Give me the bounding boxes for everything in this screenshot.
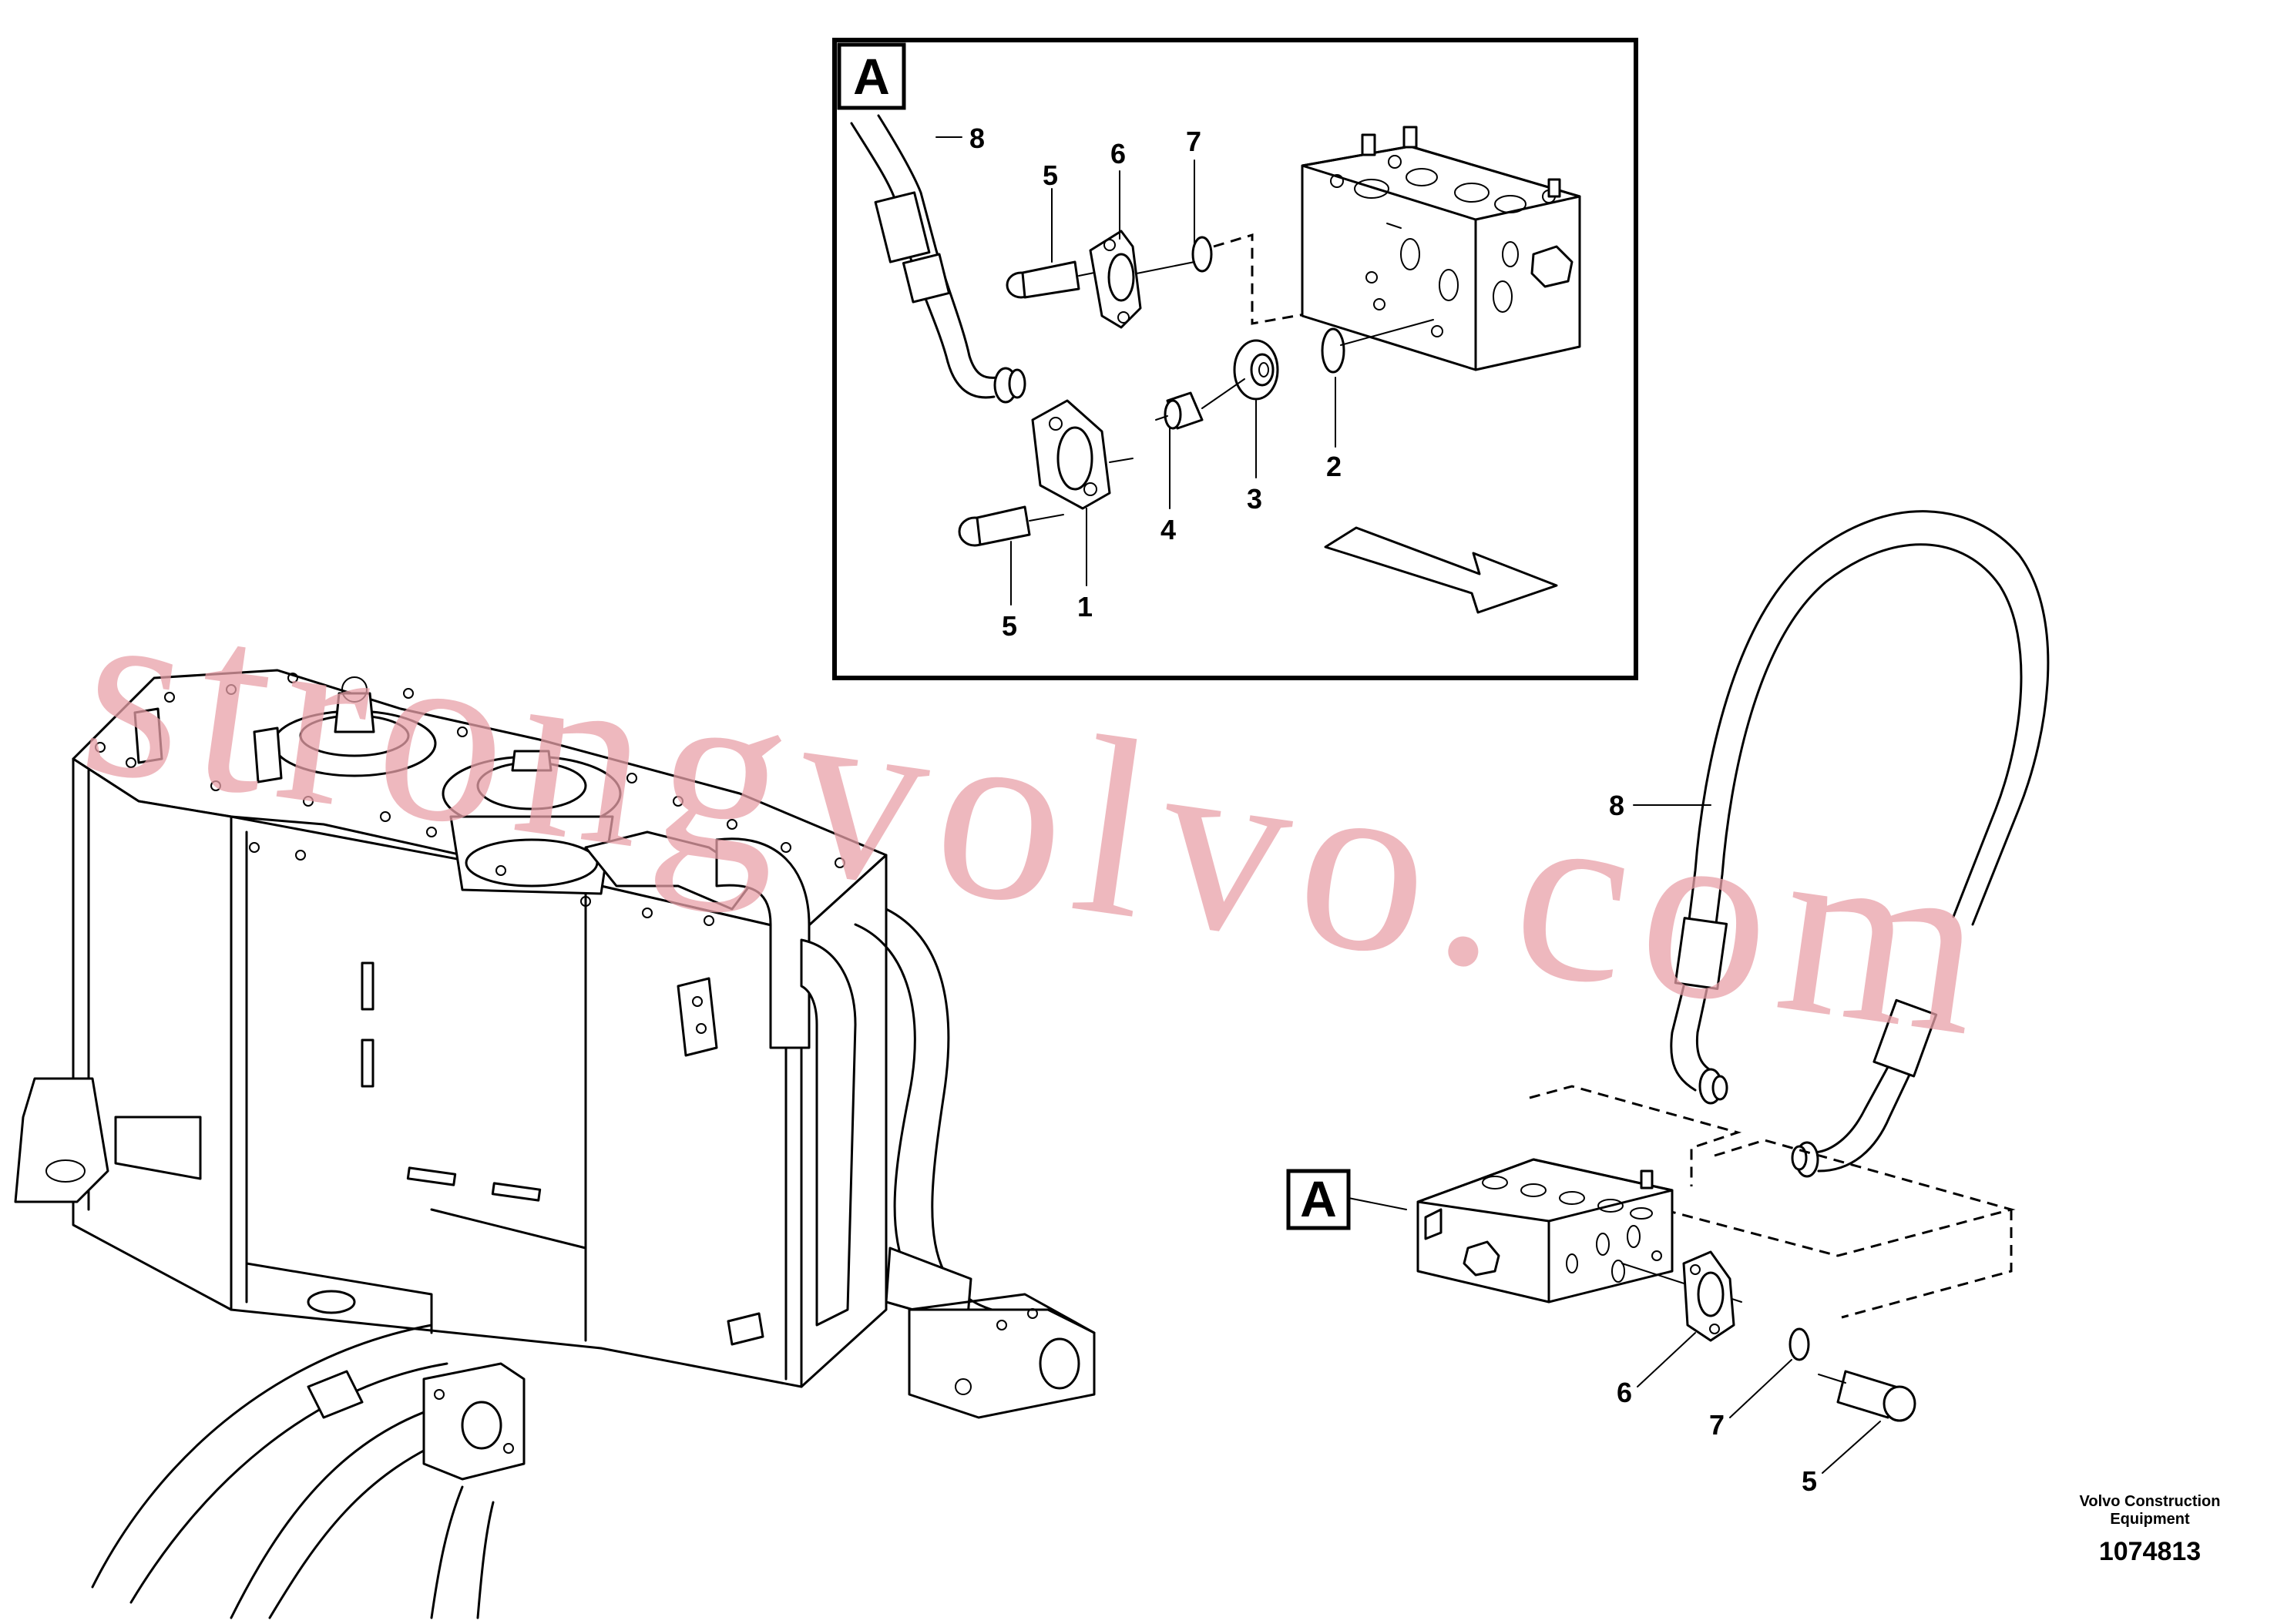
tank-bottom-hoses	[91, 1324, 526, 1619]
detail-callout-1: 1	[1077, 591, 1093, 622]
detail-view-a: A	[832, 38, 1638, 680]
detail-label: A	[853, 48, 890, 105]
detail-callout-4: 4	[1160, 514, 1176, 545]
detail-check-valve	[1155, 378, 1245, 430]
main-callout-7: 7	[1709, 1409, 1725, 1441]
main-bolt-5	[1818, 1370, 1916, 1422]
detail-leaders	[935, 136, 1336, 606]
detail-callout-6: 6	[1110, 138, 1126, 169]
main-detail-label: A	[1300, 1170, 1337, 1227]
main-dashed-lines	[1529, 1085, 2016, 1319]
detail-callout-3: 3	[1247, 483, 1262, 515]
detail-hose-8	[850, 114, 1026, 404]
main-valve-block	[1416, 1158, 1742, 1304]
drawing-number: 1074813	[2099, 1537, 2201, 1566]
main-hose-8	[1633, 510, 2050, 1178]
detail-upper-bolt	[1006, 260, 1095, 299]
detail-callout-5-lower: 5	[1002, 610, 1017, 642]
main-callout-6: 6	[1617, 1377, 1632, 1408]
main-leaders	[1348, 1197, 1881, 1474]
detail-callout-5-upper: 5	[1043, 159, 1058, 191]
detail-upper-flange	[1089, 230, 1142, 329]
detail-valve-block	[1301, 126, 1581, 371]
detail-lower-bolt	[958, 505, 1064, 547]
detail-lower-flange	[1031, 399, 1134, 510]
main-detail-label-box	[1286, 1169, 1351, 1230]
detail-callout-8: 8	[969, 122, 985, 154]
main-callout-5: 5	[1802, 1465, 1817, 1497]
hydraulic-tank-assembly	[14, 669, 888, 1388]
footer-company-line1: Volvo Construction	[2080, 1493, 2221, 1510]
detail-callout-2: 2	[1326, 451, 1342, 482]
detail-label-box	[837, 42, 906, 110]
main-callout-8: 8	[1609, 790, 1624, 821]
main-oring-7	[1789, 1327, 1810, 1361]
footer-company-line2: Equipment	[2110, 1511, 2190, 1528]
detail-callout-7: 7	[1186, 126, 1201, 157]
detail-upper-oring	[1136, 233, 1318, 325]
direction-arrow	[1324, 526, 1558, 614]
side-hose-and-block	[854, 908, 1096, 1419]
lid-bolts	[95, 673, 845, 926]
detail-lower-oring	[1321, 319, 1434, 374]
detail-lower-washer	[1233, 339, 1279, 401]
main-flange-6	[1682, 1250, 1735, 1342]
